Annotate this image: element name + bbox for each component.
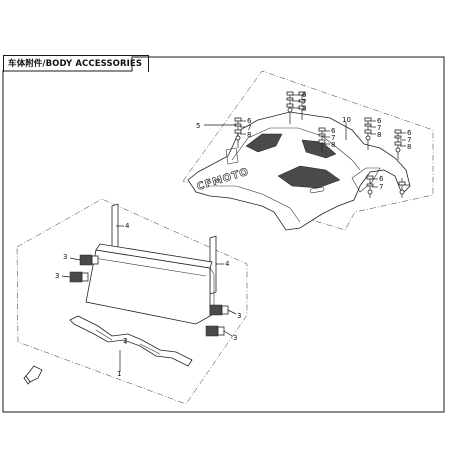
callout-4: 4 <box>125 222 130 230</box>
front-cover-side-fin <box>351 167 381 193</box>
windshield-bracket <box>69 315 193 367</box>
diagram-title: 车体附件/BODY ACCESSORIES <box>3 55 150 72</box>
clamp-upper-right <box>209 304 229 316</box>
callout-3: 3 <box>237 312 241 320</box>
clamp-lower-right <box>205 325 225 337</box>
callout-8: 8 <box>407 143 411 151</box>
callout-leaders <box>61 94 410 372</box>
callout-3: 3 <box>233 334 237 342</box>
callout-6: 6 <box>331 127 336 135</box>
callout-6: 6 <box>247 117 252 125</box>
front-cover-vent-left <box>245 133 283 153</box>
front-arrow-icon <box>23 365 43 385</box>
diagram-frame <box>2 56 445 413</box>
callout-8: 8 <box>377 131 381 139</box>
callout-2: 2 <box>123 337 127 345</box>
callout-6: 6 <box>377 117 382 125</box>
callout-7: 7 <box>379 183 383 191</box>
front-cover-ridge <box>231 127 361 171</box>
front-cover-slot <box>309 186 325 194</box>
callout-4: 4 <box>225 260 230 268</box>
callout-8: 8 <box>247 131 251 139</box>
callout-7: 7 <box>331 134 335 142</box>
windshield-panel-top-edge <box>95 243 213 269</box>
explosion-boundary-lower <box>16 198 248 405</box>
fastener-stack-far-right <box>394 129 402 160</box>
windshield-assembly <box>85 203 217 325</box>
front-cover-small-bracket <box>225 147 239 165</box>
clamp-upper-left <box>79 254 99 266</box>
front-cover-inner-line <box>206 185 301 223</box>
windshield-panel-inner <box>93 257 207 277</box>
callout-1: 1 <box>117 370 121 378</box>
fastener-stack-right-upper <box>364 117 372 150</box>
front-cover-assembly: CFMOTO <box>187 111 411 231</box>
callout-6: 6 <box>379 175 384 183</box>
callout-5: 5 <box>196 122 200 130</box>
callout-3: 3 <box>55 272 59 280</box>
fastener-stack-right-lower <box>366 175 406 198</box>
explosion-boundary-upper <box>182 70 434 231</box>
callout-3: 3 <box>63 253 67 261</box>
callout-labels: 5 10 6 7 8 6 7 8 6 7 8 6 7 8 6 7 8 6 7 4… <box>55 91 412 378</box>
callout-6: 6 <box>407 129 412 137</box>
callout-7: 7 <box>247 124 251 132</box>
callout-6: 6 <box>302 91 307 99</box>
callout-7: 7 <box>377 124 381 132</box>
callout-10: 10 <box>342 116 351 124</box>
fastener-stack-mid <box>318 127 326 152</box>
fastener-stack-top-center <box>286 91 306 124</box>
callout-8: 8 <box>331 141 335 149</box>
clamp-lower-left <box>69 271 89 283</box>
front-cover-lower-vent <box>277 165 341 189</box>
fastener-stack-left <box>234 117 242 148</box>
callout-8: 8 <box>302 105 306 113</box>
callout-7: 7 <box>407 136 411 144</box>
callout-7: 7 <box>302 98 306 106</box>
